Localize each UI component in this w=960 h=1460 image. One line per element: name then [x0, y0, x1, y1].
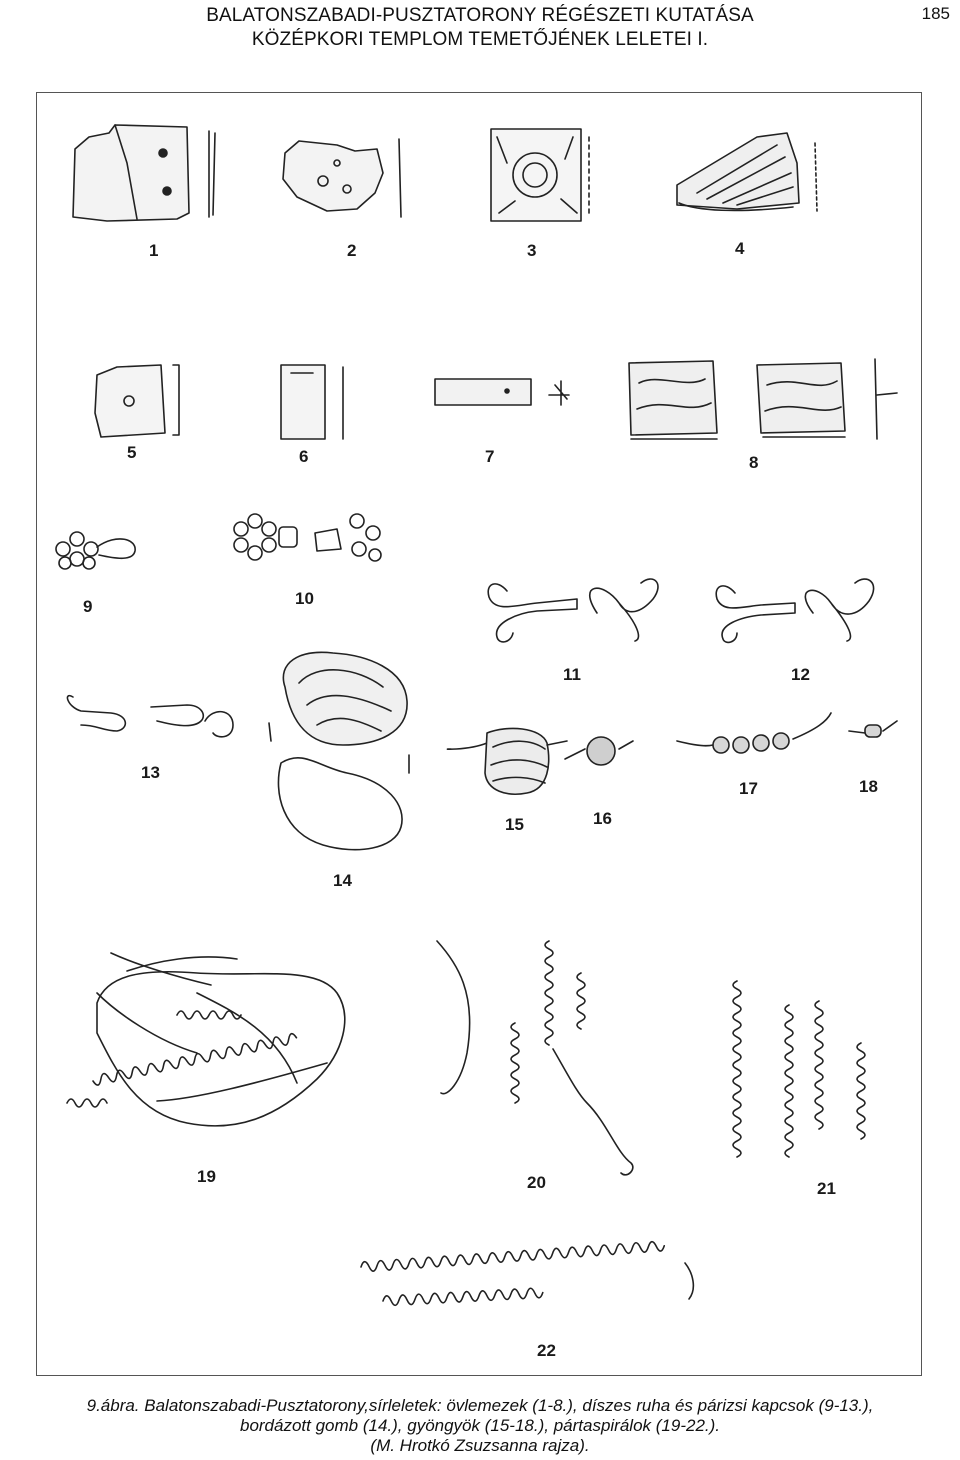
item-number-8: 8: [749, 453, 759, 472]
artifact-14-ribbed-button: [268, 651, 410, 851]
header-title-line2: KÖZÉPKORI TEMPLOM TEMETŐJÉNEK LELETEI I.: [251, 29, 709, 50]
artifact-7-strap-end: [434, 378, 570, 406]
artifact-4-ornament: [676, 132, 818, 212]
artifact-13-hook-and-eye: [66, 694, 234, 738]
item-number-22: 22: [537, 1341, 556, 1360]
artifact-22-hair-spirals: [360, 1240, 695, 1307]
item-number-21: 21: [817, 1179, 836, 1198]
artifact-8-belt-plates: [628, 358, 898, 440]
caption-line3: (M. Hrotkó Zsuzsanna rajza).: [370, 1436, 590, 1455]
artifact-9-ornate-clasp: [55, 531, 136, 570]
header-title-line1: BALATONSZABADI-PUSZTATORONY RÉGÉSZETI KU…: [206, 5, 754, 26]
artifact-17-beads: [676, 712, 832, 754]
artifact-16-bead: [564, 736, 634, 766]
item-number-3: 3: [527, 241, 537, 260]
item-number-2: 2: [347, 241, 357, 260]
artifact-10-ornate-clasp: [233, 513, 382, 562]
artifact-2-belt-plate: [282, 138, 402, 218]
item-number-6: 6: [299, 447, 309, 466]
item-number-10: 10: [295, 589, 314, 608]
artifact-drawings: [55, 124, 898, 1307]
item-number-20: 20: [527, 1173, 546, 1192]
page-number: 185: [921, 4, 950, 23]
artifact-5-belt-plate: [94, 364, 180, 438]
item-number-17: 17: [739, 779, 758, 798]
item-number-4: 4: [735, 239, 745, 258]
artifact-20-hair-spiral: [436, 940, 634, 1176]
caption-line1: 9.ábra. Balatonszabadi-Pusztatorony,sírl…: [86, 1396, 874, 1415]
item-number-19: 19: [197, 1167, 216, 1186]
artifact-3-belt-plate: [490, 128, 590, 222]
item-number-1: 1: [149, 241, 159, 260]
item-number-16: 16: [593, 809, 612, 828]
artifact-6-belt-plate: [280, 364, 344, 440]
item-number-14: 14: [333, 871, 352, 890]
item-number-18: 18: [859, 777, 878, 796]
item-number-11: 11: [563, 665, 581, 684]
artifact-12-hook-and-eye: [715, 578, 875, 644]
item-number-13: 13: [141, 763, 160, 782]
artifact-18-bead: [848, 720, 898, 738]
item-number-5: 5: [127, 443, 137, 462]
artifact-1-belt-plate: [72, 124, 216, 222]
item-number-15: 15: [505, 815, 524, 834]
artifact-19-hair-spiral: [66, 952, 346, 1127]
artifact-21-hair-spirals: [732, 980, 866, 1158]
figure-plate: 1 2 3 4 5 6 7 8 9 10 11 12 13 14 15 16 1…: [36, 92, 922, 1376]
artifact-11-hook-and-eye: [487, 578, 659, 643]
caption-line2: bordázott gomb (14.), gyöngyök (15-18.),…: [239, 1416, 721, 1435]
item-number-9: 9: [83, 597, 93, 616]
item-number-12: 12: [791, 665, 810, 684]
item-number-7: 7: [485, 447, 495, 466]
artifact-15-bead: [446, 727, 568, 795]
